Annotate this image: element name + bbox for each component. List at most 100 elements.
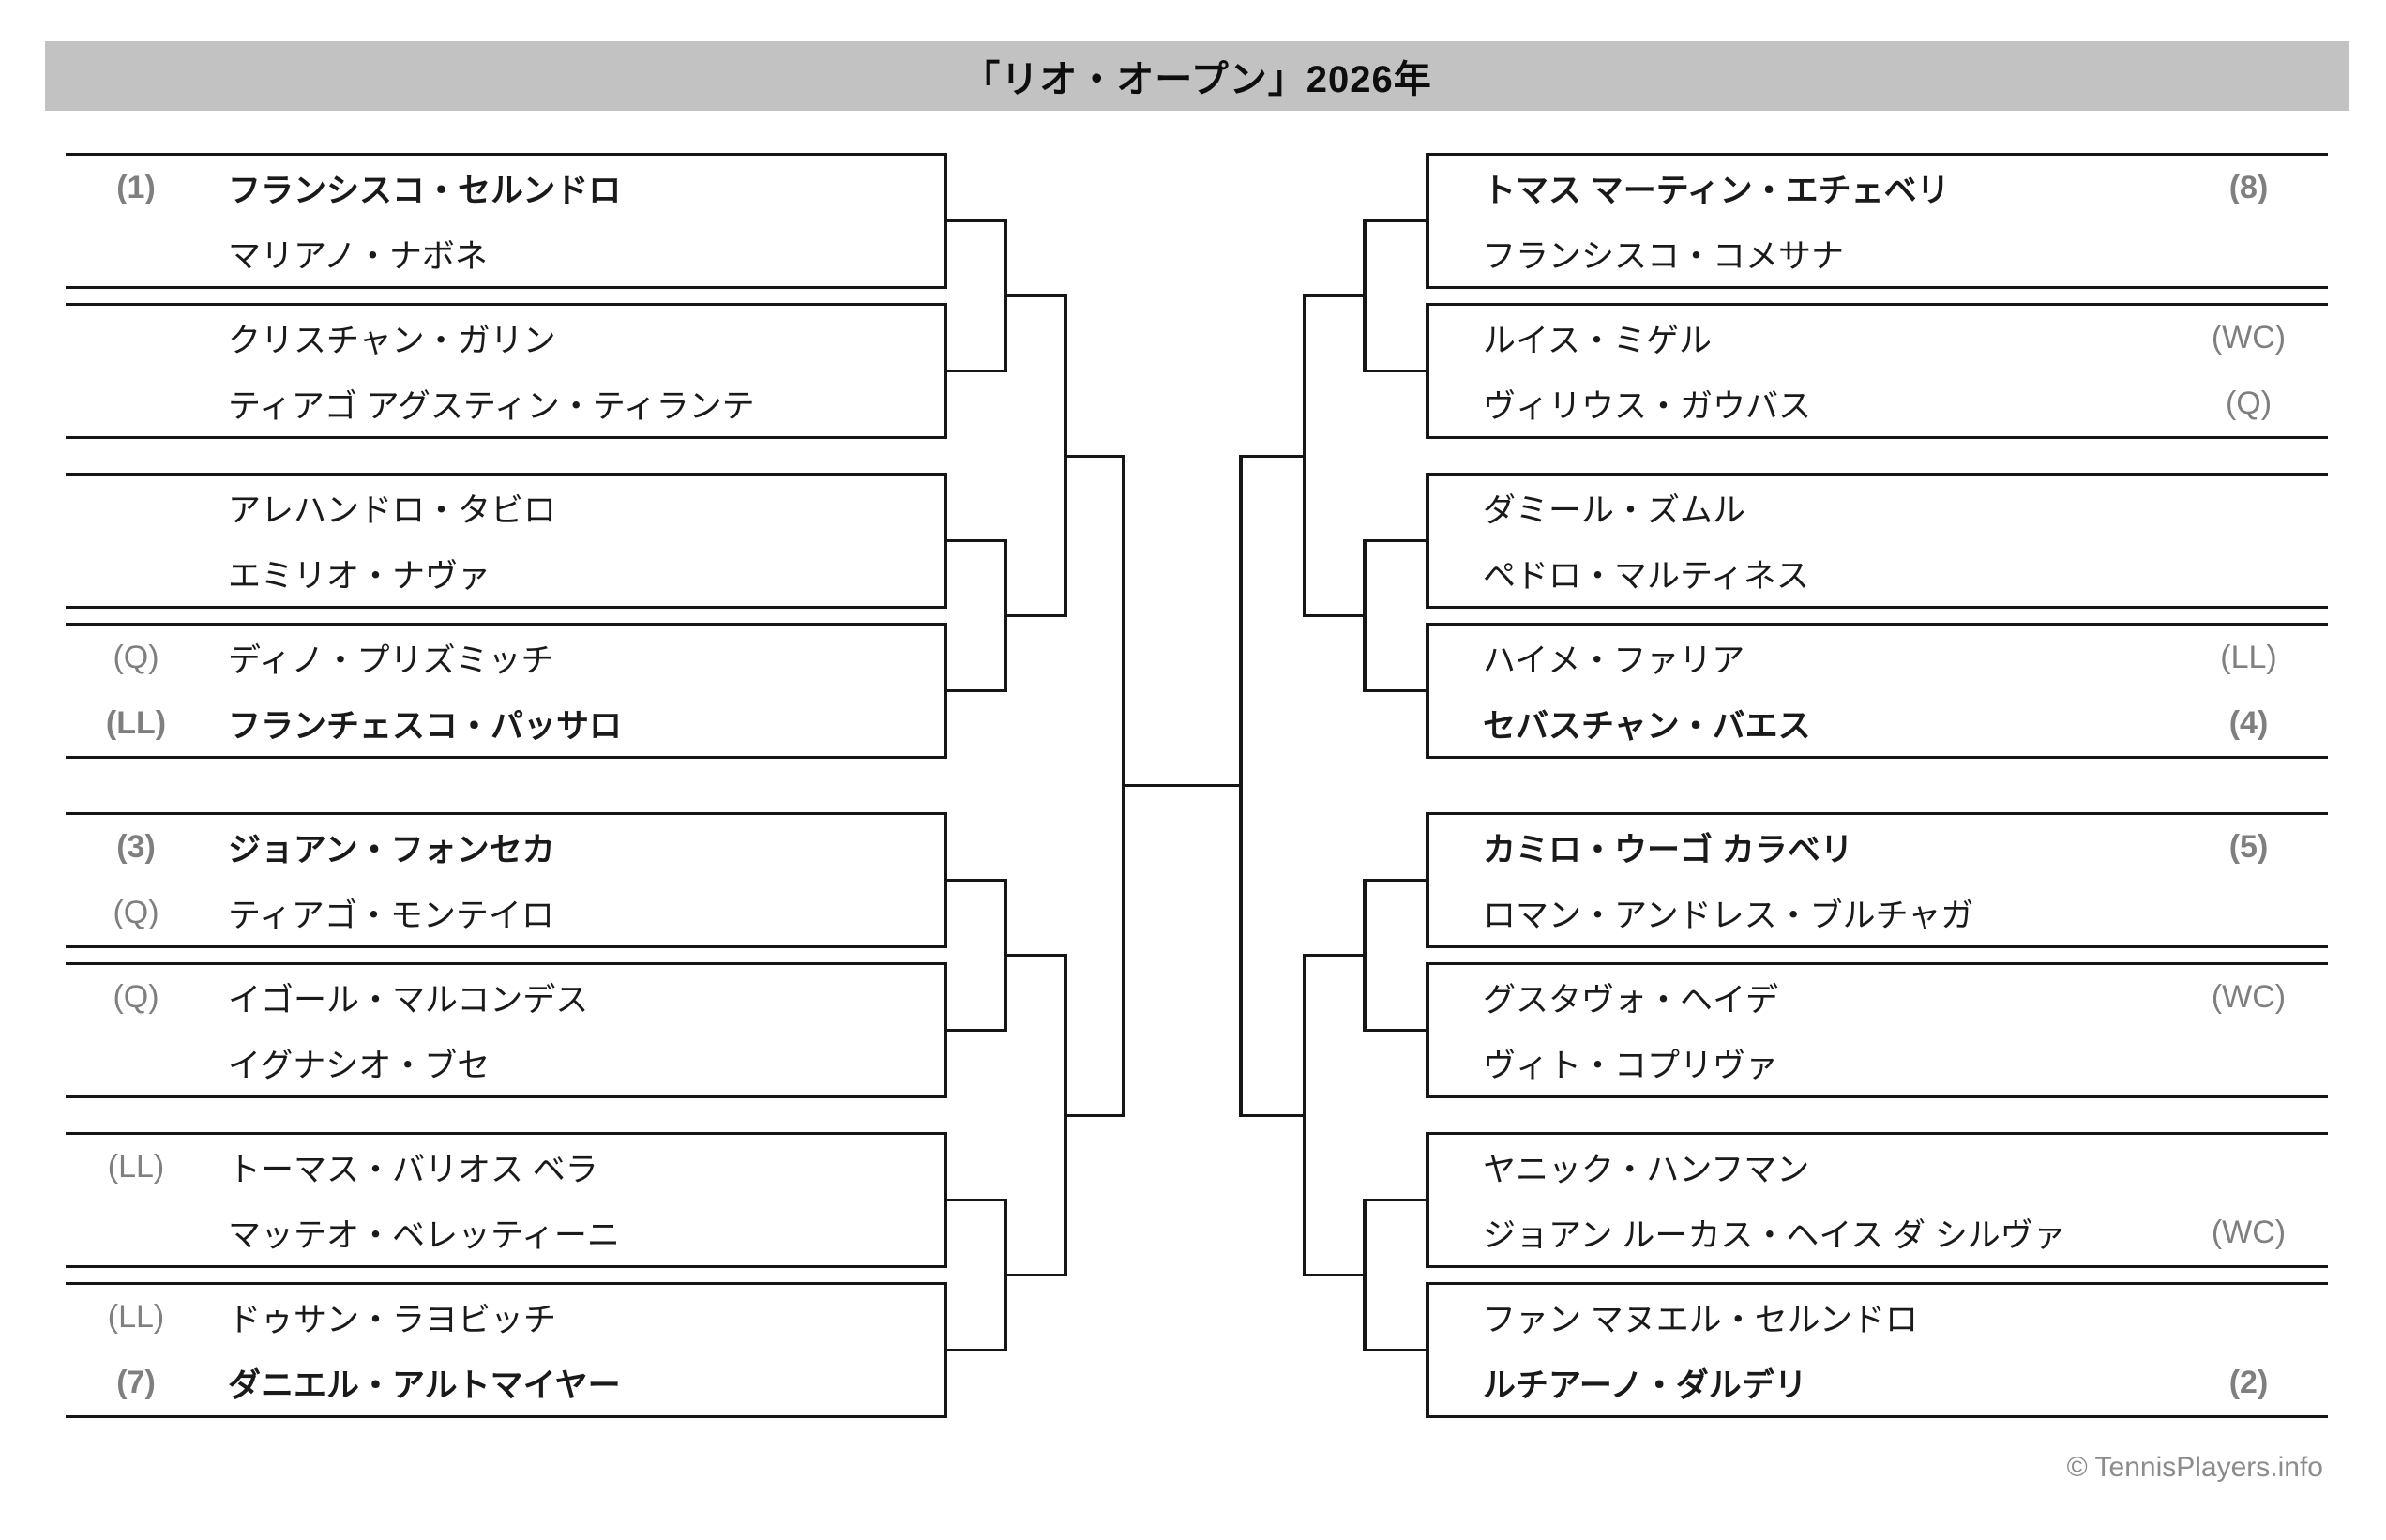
bracket-connector: [1363, 539, 1367, 692]
player-name: ダニエル・アルトマイヤー: [228, 1366, 621, 1404]
player-row: (3) ジョアン・フォンセカ: [66, 815, 944, 881]
player-row: エミリオ・ナヴァ: [66, 541, 944, 607]
player-name: ダミール・ズムル: [1483, 492, 1746, 530]
bracket-connector: [1005, 294, 1065, 297]
player-row: ハイメ・ファリア (LL): [1429, 626, 2328, 691]
seed-tag: (3): [116, 829, 156, 866]
bracket-connector: [1241, 454, 1305, 458]
seed-tag: (LL): [2220, 640, 2277, 676]
player-row: (7)ダニエル・アルトマイヤー: [66, 1351, 944, 1416]
player-row: マリアノ・ナボネ: [66, 221, 944, 287]
bracket-connector: [1305, 954, 1365, 957]
player-name: ディノ・プリズミッチ: [228, 642, 554, 680]
bracket-connector: [1305, 614, 1365, 617]
player-name: グスタヴォ・ヘイデ: [1483, 982, 1779, 1019]
match-box: (Q)ディノ・プリズミッチ(LL)フランチェスコ・パッサロ: [66, 623, 947, 759]
seed-tag: (WC): [2211, 979, 2287, 1016]
player-row: ヴィト・コプリヴァ: [1429, 1031, 2328, 1096]
seed-tag: (Q): [113, 979, 159, 1016]
player-name: ティアゴ・モンテイロ: [228, 897, 554, 934]
bracket-connector: [1365, 370, 1426, 372]
player-row: ロマン・アンドレス・ブルチャガ: [1429, 881, 2328, 946]
player-row: フランシスコ・コメサナ: [1429, 221, 2328, 287]
bracket-connector: [1305, 294, 1365, 297]
player-name: イグナシオ・ブセ: [228, 1047, 491, 1084]
bracket-connector: [1303, 294, 1306, 617]
player-row: アレハンドロ・タビロ: [66, 476, 944, 541]
match-box: ヤニック・ハンフマンジョアン ルーカス・ヘイス ダ シルヴァ(WC): [1426, 1132, 2328, 1268]
player-row: トマス マーティン・エチェベリ(8): [1429, 156, 2328, 221]
copyright-text: © TennisPlayers.info: [2066, 1452, 2323, 1483]
bracket-connector: [1124, 784, 1241, 787]
player-name: ジョアン ルーカス・ヘイス ダ シルヴァ: [1483, 1216, 2066, 1254]
player-name: トマス マーティン・エチェベリ: [1483, 173, 1950, 210]
bracket-connector: [1363, 1199, 1367, 1351]
player-row: ファン マヌエル・セルンドロ: [1429, 1285, 2328, 1351]
player-row: ペドロ・マルティネス: [1429, 541, 2328, 607]
bracket-connector: [947, 1029, 1005, 1032]
match-box: (LL) トーマス・バリオス ベラマッテオ・ベレッティーニ: [66, 1132, 947, 1268]
player-name: トーマス・バリオス ベラ: [228, 1152, 598, 1189]
seed-tag: (Q): [2225, 385, 2273, 421]
player-name: ヴィト・コプリヴァ: [1483, 1047, 1779, 1084]
player-row: グスタヴォ・ヘイデ (WC): [1429, 965, 2328, 1031]
bracket-connector: [1365, 1349, 1426, 1351]
player-row: カミロ・ウーゴ カラベリ(5): [1429, 815, 2328, 881]
bracket-connector: [1005, 1274, 1065, 1276]
player-name: ファン マヌエル・セルンドロ: [1483, 1302, 1919, 1339]
player-name: フランシスコ・コメサナ: [1483, 237, 1845, 275]
player-row: (Q) ディノ・プリズミッチ: [66, 626, 944, 691]
match-box: アレハンドロ・タビロエミリオ・ナヴァ: [66, 473, 947, 609]
bracket-connector: [1365, 689, 1426, 692]
player-name: エミリオ・ナヴァ: [228, 557, 491, 595]
player-name: マッテオ・ベレッティーニ: [228, 1216, 620, 1254]
bracket-connector: [947, 219, 1005, 222]
bracket-connector: [947, 539, 1005, 542]
match-box: グスタヴォ・ヘイデ (WC) ヴィト・コプリヴァ: [1426, 962, 2328, 1098]
seed-tag: (LL): [107, 1299, 165, 1336]
seed-tag: (1): [116, 170, 156, 206]
player-row: ティアゴ アグスティン・ティランテ: [66, 371, 944, 437]
bracket-connector: [1239, 454, 1243, 1117]
player-row: イグナシオ・ブセ: [66, 1031, 944, 1096]
match-box: ファン マヌエル・セルンドロルチアーノ・ダルデリ(2): [1426, 1282, 2328, 1418]
bracket-connector: [947, 370, 1005, 372]
bracket-connector: [947, 1349, 1005, 1351]
player-row: クリスチャン・ガリン: [66, 306, 944, 371]
player-row: (LL) ドゥサン・ラヨビッチ: [66, 1285, 944, 1351]
match-box: ハイメ・ファリア(LL)セバスチャン・バエス(4): [1426, 623, 2328, 759]
seed-tag: (Q): [113, 640, 159, 676]
player-name: ドゥサン・ラヨビッチ: [228, 1302, 557, 1339]
player-name: フランシスコ・セルンドロ: [228, 173, 622, 210]
player-name: ヴィリウス・ガウバス: [1483, 387, 1812, 425]
bracket-connector: [1365, 539, 1426, 542]
match-box: ルイス・ミゲル(WC)ヴィリウス・ガウバス(Q): [1426, 303, 2328, 439]
player-name: ジョアン・フォンセカ: [228, 832, 555, 869]
player-row: ダミール・ズムル: [1429, 476, 2328, 541]
match-box: (Q)イゴール・マルコンデスイグナシオ・ブセ: [66, 962, 947, 1098]
player-name: ハイメ・ファリア: [1483, 642, 1745, 680]
player-row: ルチアーノ・ダルデリ(2): [1429, 1351, 2328, 1416]
player-row: (1) フランシスコ・セルンドロ: [66, 156, 944, 221]
bracket-connector: [947, 879, 1005, 882]
bracket-connector: [1065, 454, 1124, 458]
bracket-connector: [1241, 1113, 1305, 1117]
tournament-title: 「リオ・オープン」2026年: [962, 59, 1432, 100]
player-row: (Q) ティアゴ・モンテイロ: [66, 881, 944, 946]
bracket-connector: [1365, 1199, 1426, 1201]
player-name: アレハンドロ・タビロ: [228, 492, 557, 530]
player-name: ルイス・ミゲル: [1483, 323, 1712, 360]
seed-tag: (Q): [113, 894, 159, 930]
match-box: (3) ジョアン・フォンセカ (Q) ティアゴ・モンテイロ: [66, 812, 947, 948]
seed-tag: (LL): [107, 1149, 165, 1185]
bracket-connector: [947, 689, 1005, 692]
seed-tag: (2): [2228, 1364, 2269, 1400]
bracket-connector: [1005, 614, 1065, 617]
bracket-connector: [1363, 879, 1367, 1032]
player-row: (LL) トーマス・バリオス ベラ: [66, 1135, 944, 1200]
seed-tag: (LL): [105, 704, 167, 741]
player-row: ジョアン ルーカス・ヘイス ダ シルヴァ(WC): [1429, 1200, 2328, 1266]
player-name: ヤニック・ハンフマン: [1483, 1152, 1810, 1189]
player-name: セバスチャン・バエス: [1483, 707, 1811, 745]
